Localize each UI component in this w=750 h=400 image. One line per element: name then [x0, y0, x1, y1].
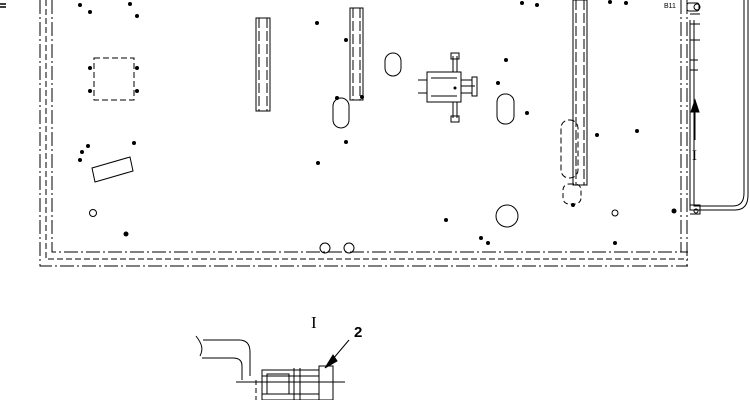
mounting-points: [78, 0, 677, 245]
detail-view-i: [195, 335, 350, 400]
slanted-module: [91, 156, 134, 183]
section-marker-detail: I: [311, 313, 317, 332]
panel-frame: [39, 0, 688, 267]
cable-duct-right: [560, 0, 588, 205]
distribution-block: [418, 52, 478, 123]
grommet-openings: [89, 52, 619, 254]
section-arrow: [690, 98, 700, 140]
cable-duct-middle: [349, 7, 364, 101]
connector-label: B11: [664, 3, 676, 10]
callout-number: 2: [354, 324, 362, 341]
square-component: [93, 57, 135, 101]
cable-duct-left: [255, 17, 271, 112]
right-cable-run: [686, 0, 749, 215]
section-marker-main: I: [692, 148, 697, 164]
edge-mark: [0, 3, 6, 8]
